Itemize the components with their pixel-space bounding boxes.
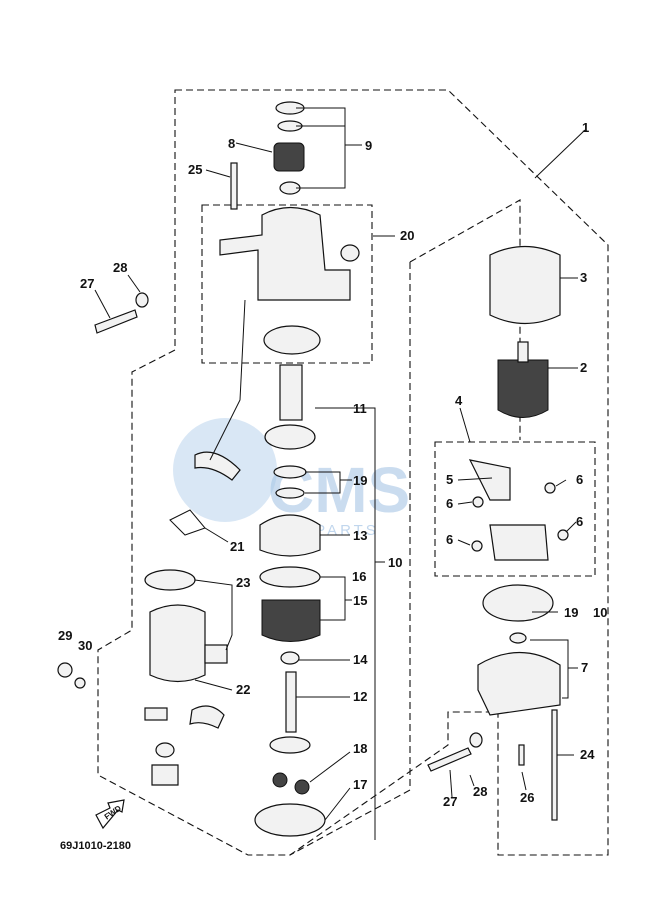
callout-30: 30 [78,638,92,653]
callout-6-c: 6 [576,514,583,529]
part-11-clutch [264,424,316,450]
part-20-seal [263,325,321,355]
callout-3: 3 [580,270,587,285]
part-28-washer-upper [135,292,149,308]
part-2-armature [497,359,549,418]
callout-11: 11 [353,401,367,416]
part-15-internal-gear [261,599,321,642]
part-6-nut-b [544,482,556,494]
group-box-4 [434,441,596,577]
part-20-bushing [340,244,360,262]
callout-27-upper: 27 [80,276,94,291]
part-solenoid-seal [155,742,175,758]
callout-1: 1 [582,120,589,135]
part-26-screw [518,744,525,766]
callout-6-a: 6 [576,472,583,487]
callout-21: 21 [230,539,244,554]
part-8-pinion [273,142,305,172]
callout-23: 23 [236,575,250,590]
part-19-ring-b [275,487,305,499]
part-22-solenoid [149,604,206,683]
callout-13: 13 [353,528,367,543]
callout-labels: 1 2 3 4 5 6 6 6 6 7 8 9 10 10 11 12 13 1… [58,120,607,809]
callout-16: 16 [352,569,366,584]
callout-15: 15 [353,593,367,608]
part-19-plate-right [482,584,554,622]
callout-19-right: 19 [564,605,578,620]
part-27-bolt-upper [94,309,138,334]
leader-lines [94,107,586,840]
callout-6-b: 6 [446,496,453,511]
callout-2: 2 [580,360,587,375]
part-27-bolt-lower [427,747,472,772]
part-21-shift-lever [194,451,241,481]
part-19-ring-a [273,465,307,479]
part-16-ring [259,566,321,588]
callout-19-left: 19 [353,473,367,488]
callout-29: 29 [58,628,72,643]
callout-28-upper: 28 [113,260,127,275]
callout-10-right: 10 [593,605,607,620]
part-18-planet-gear-b [294,779,310,795]
part-6-nut-d [471,540,483,552]
part-30-washer [74,677,86,689]
callout-9: 9 [365,138,372,153]
callout-4: 4 [455,393,463,408]
assembly-boundary-1 [97,89,609,856]
diagram-code: 69J1010-2180 [60,840,131,852]
part-11-shaft [279,364,303,421]
part-solenoid-plunger [144,707,168,721]
callout-5: 5 [446,472,453,487]
callout-28-lower: 28 [473,784,487,799]
callout-25: 25 [188,162,202,177]
part-3-yoke [489,246,561,324]
callout-7: 7 [581,660,588,675]
part-12-shaft [285,671,297,733]
part-18-planet-gear-a [272,772,288,788]
callout-14: 14 [353,652,368,667]
callout-10-left: 10 [388,555,402,570]
part-13-gear-housing [259,514,321,557]
part-6-nut-c [557,529,569,541]
part-24-through-bolt [551,709,558,821]
callout-20: 20 [400,228,414,243]
part-6-nut-a [472,496,484,508]
part-12-carrier [269,736,311,754]
part-14-washer [280,651,300,665]
part-7-rear-cover [477,651,561,716]
callout-24: 24 [580,747,595,762]
forward-arrow-icon: FWD [95,799,125,830]
callout-8: 8 [228,136,235,151]
part-5-brush [468,459,511,501]
part-19-washer-right [509,632,527,644]
group-box-20 [201,204,373,364]
part-23-gasket [144,569,196,591]
part-29-nut [57,662,73,678]
part-23-boot [204,644,228,664]
callout-12: 12 [353,689,367,704]
part-28-washer-lower [469,732,483,748]
part-2-armature-shaft [517,341,529,363]
part-17-plate [254,803,326,837]
part-20-front-housing [219,206,351,301]
part-solenoid-cap [151,764,179,786]
part-4-brush-plate [489,524,549,561]
callout-6-d: 6 [446,532,453,547]
callout-26: 26 [520,790,534,805]
callout-18: 18 [353,741,367,756]
callout-27-lower: 27 [443,794,457,809]
callout-22: 22 [236,682,250,697]
part-25-bolt [230,162,238,210]
callout-17: 17 [353,777,367,792]
part-solenoid-joint [189,705,225,729]
